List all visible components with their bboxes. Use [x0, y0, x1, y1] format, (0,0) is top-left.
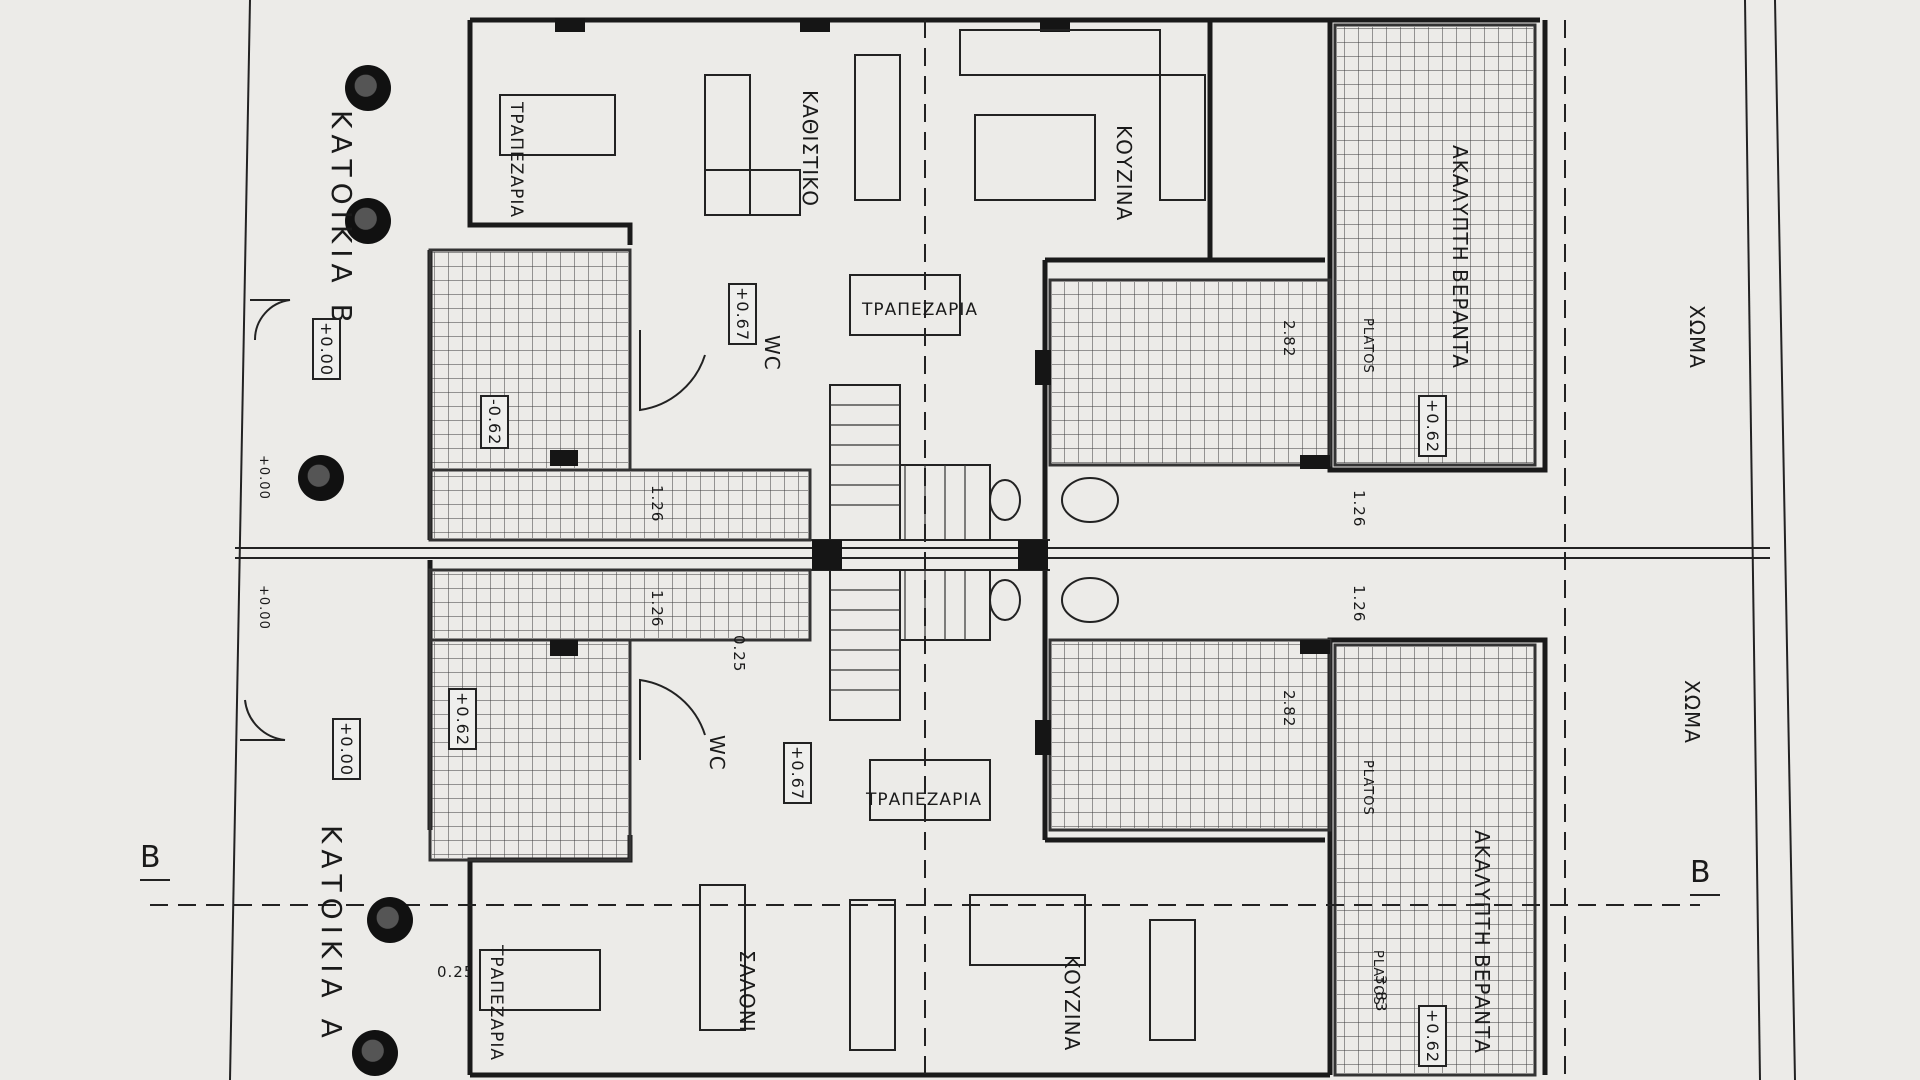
room-veranda-a: ΑΚΑΛΥΠΤΗ ΒΕΡΑΝΤΑ — [1470, 830, 1494, 1054]
room-soil-a: ΧΩΜΑ — [1680, 680, 1704, 744]
room-outdoor-dining-a: ΤΡΑΠΕΖΑΡΙΑ — [486, 945, 506, 1061]
room-kitchen-a: ΚΟΥΖΙΝΑ — [1060, 955, 1084, 1052]
dwelling-b-title: ΚΑΤΟΙΚΙΑ Β — [325, 110, 358, 329]
room-wc-b: WC — [760, 335, 784, 371]
level-veranda-a: +0.62 — [1418, 1005, 1447, 1068]
tree-icon — [367, 897, 413, 943]
plant-tag: PLATOS — [1370, 950, 1385, 1006]
tree-icon — [298, 455, 344, 501]
plant-tag: PLATOS — [1360, 318, 1375, 374]
level-porch-b: -0.62 — [480, 395, 509, 450]
dwelling-a-title: ΚΑΤΟΙΚΙΑ Α — [315, 825, 348, 1044]
level-entrance-b: +0.00 — [312, 318, 341, 381]
tree-icon — [345, 198, 391, 244]
dimension-side-a: 1.26 — [1350, 585, 1368, 623]
room-wc-a: WC — [705, 735, 729, 771]
dimension-side-b: 1.26 — [1350, 490, 1368, 528]
dimension-terrace-a: 2.82 — [1280, 690, 1298, 728]
dimension-corridor-a: 1.26 — [648, 590, 666, 628]
level-small-a: +0.00 — [256, 585, 271, 630]
level-entrance-a: +0.00 — [332, 718, 361, 781]
room-living-b: ΚΑΘΙΣΤΙΚΟ — [798, 90, 822, 208]
room-veranda-b: ΑΚΑΛΥΠΤΗ ΒΕΡΑΝΤΑ — [1448, 145, 1472, 369]
level-interior-a: +0.67 — [783, 742, 812, 805]
room-dining-a: ΤΡΑΠΕΖΑΡΙΑ — [866, 790, 982, 810]
dimension-corridor-b: 1.26 — [648, 485, 666, 523]
level-interior-b: +0.67 — [728, 283, 757, 346]
room-dining-b: ΤΡΑΠΕΖΑΡΙΑ — [862, 300, 978, 320]
dimension-terrace-b: 2.82 — [1280, 320, 1298, 358]
dimension-stair-gap: 0.25 — [730, 635, 748, 673]
level-small-b: +0.00 — [256, 455, 271, 500]
room-outdoor-dining-b: ΤΡΑΠΕΖΑΡΙΑ — [506, 102, 526, 218]
level-porch-a: +0.62 — [448, 688, 477, 751]
tree-icon — [345, 65, 391, 111]
room-living-a: ΣΑΛΟΝΙ — [735, 950, 759, 1033]
level-veranda-b: +0.62 — [1418, 395, 1447, 458]
section-marker-right: B — [1690, 855, 1712, 890]
tree-icon — [352, 1030, 398, 1076]
plant-tag: PLATOS — [1360, 760, 1375, 816]
section-marker-left: B — [140, 840, 162, 875]
dimension-edge-a: 0.25 — [437, 963, 475, 981]
dimension-veranda-a: 3.83 — [1372, 975, 1390, 1013]
room-kitchen-b: ΚΟΥΖΙΝΑ — [1112, 125, 1136, 222]
room-soil-b: ΧΩΜΑ — [1685, 305, 1709, 369]
